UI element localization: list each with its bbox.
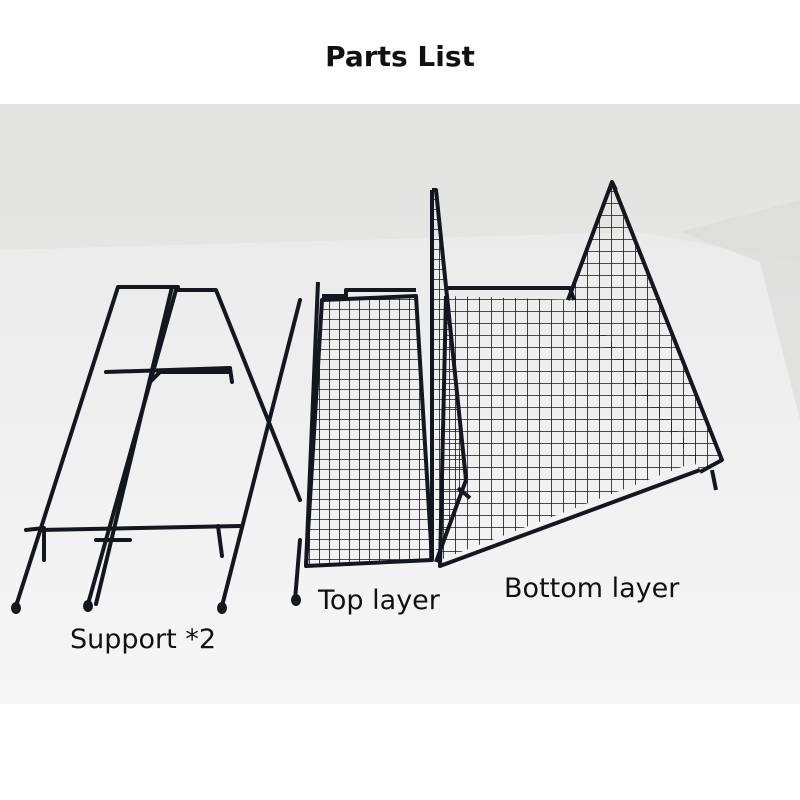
bottom-layer-label: Bottom layer <box>504 573 680 604</box>
top-layer-basket <box>304 188 472 568</box>
product-photo <box>0 104 800 704</box>
support-frames <box>14 285 302 608</box>
support-label: Support *2 <box>70 624 216 655</box>
corner-shadow <box>680 200 800 420</box>
support-feet <box>11 594 301 614</box>
page-title: Parts List <box>325 40 475 73</box>
top-layer-label: Top layer <box>318 585 440 616</box>
